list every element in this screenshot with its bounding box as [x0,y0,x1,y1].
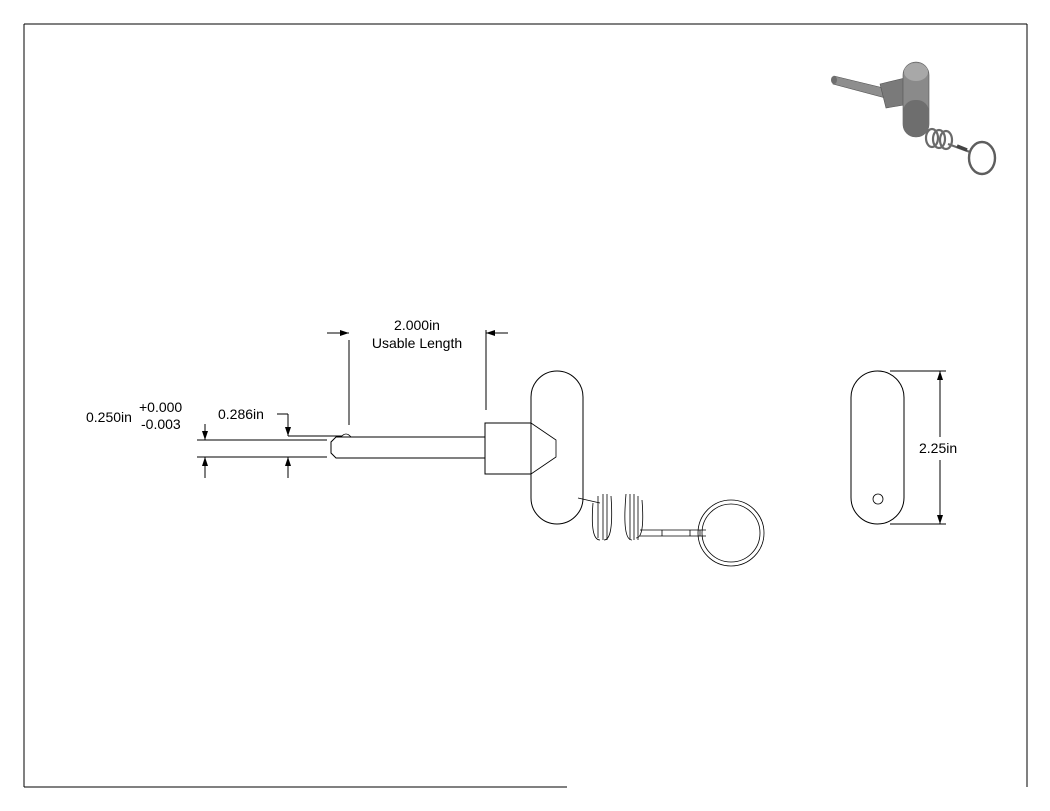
tolerance-minus: -0.003 [141,416,181,432]
diameter-value: 0.250in [86,409,132,425]
pin-shaft [330,436,486,459]
t-handle-side [530,370,584,525]
handle-height-dimension: 2.25in [890,370,957,525]
end-view [850,370,905,525]
usable-length-value: 2.000in [394,317,440,333]
groove-dimension: 0.286in [218,406,342,478]
spring-coil-left [591,494,613,541]
key-ring-inner [701,503,761,563]
usable-length-dimension: 2.000in Usable Length [327,317,508,425]
usable-length-label: Usable Length [372,335,462,351]
key-ring-outer [697,499,765,567]
tolerance-plus: +0.000 [139,399,182,415]
sheet-border [23,23,1028,788]
side-view [330,370,765,567]
spring-coil-right [624,493,644,541]
lanyard-hole [872,493,884,505]
handle-height-value: 2.25in [919,440,957,456]
groove-value: 0.286in [218,406,264,422]
diameter-dimension: 0.250in +0.000 -0.003 [86,399,327,478]
isometric-view [831,61,997,176]
hub-collar [484,422,532,475]
t-handle-end [850,370,905,525]
